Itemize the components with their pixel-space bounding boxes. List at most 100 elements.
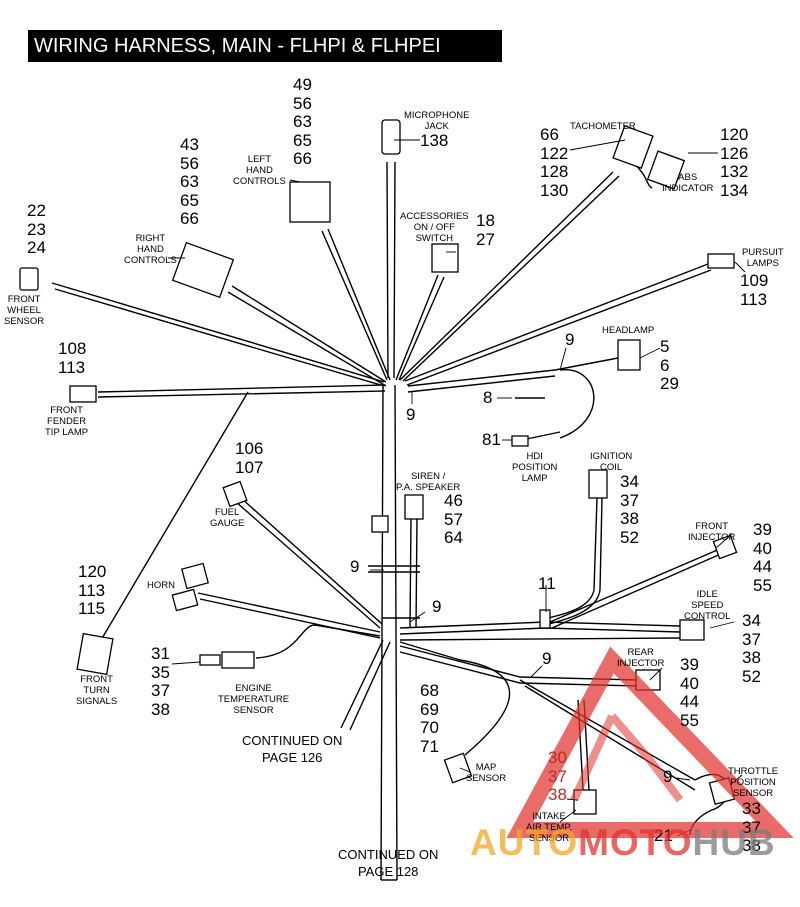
right-hand-controls-label: RIGHT HAND CONTROLS [124, 233, 177, 266]
accessories-switch-ref-b: 27 [476, 230, 495, 249]
tachometer-label: TACHOMETER [570, 121, 636, 132]
right-hand-controls-connector [171, 241, 235, 299]
watermark-logo: AUTOMOTOHUB [470, 822, 776, 864]
throttle-position-sensor-label: THROTTLE POSITION SENSOR [728, 766, 779, 799]
hdi-lead [515, 397, 561, 441]
fuel-gauge-connector [222, 480, 248, 508]
branch-accessories-switch [395, 274, 445, 381]
tie-11 [539, 609, 551, 629]
intake-air-temp-refs: 30 37 38 [548, 748, 567, 804]
front-injector-label: FRONT INJECTOR [688, 521, 736, 543]
ignition-coil-label: IGNITION COIL [590, 451, 633, 473]
siren-speaker-refs: 46 57 64 [444, 491, 463, 547]
branch-left-hand-controls [321, 228, 391, 381]
abs-connector [646, 150, 686, 190]
accessories-switch-connector [431, 243, 459, 273]
front-injector-refs: 39 40 44 55 [753, 520, 772, 595]
continued-page-126: CONTINUED ON PAGE 126 [242, 733, 343, 765]
main-trunk [380, 384, 398, 881]
branch-right-hand-controls [227, 285, 387, 387]
rear-injector-label: REAR INJECTOR [617, 647, 665, 669]
branch-map-sensor [399, 641, 511, 756]
tie-11-callout: 11 [538, 574, 556, 593]
fender-tip-lamp-label: FRONT FENDER TIP LAMP [45, 405, 89, 438]
idle-speed-connector [679, 619, 705, 641]
mid-clip-callout: 9 [350, 557, 360, 576]
pursuit-lamps-label: PURSUIT LAMPS [742, 247, 784, 269]
abs-indicator-refs: 120 126 132 134 [720, 125, 749, 200]
branch-engine-temp [255, 624, 381, 659]
microphone-connector [381, 119, 401, 155]
front-wheel-sensor-refs: 22 23 24 [27, 201, 46, 257]
headlamp-clip-callout: 9 [565, 330, 575, 349]
abs-indicator-label: ABS INDICATOR [662, 172, 714, 194]
tachometer-connector [612, 125, 654, 169]
microphone-jack-label: MICROPHONE JACK [404, 110, 470, 132]
fuel-gauge-refs: 106 107 [235, 439, 264, 477]
turn-signals-connector [76, 632, 114, 676]
rear-injector-refs: 39 40 44 55 [680, 655, 699, 730]
engine-temp-sensor-body [221, 651, 255, 669]
clip-block [371, 515, 389, 533]
left-hand-controls-connector [289, 181, 331, 223]
upper-clip-callout: 9 [406, 405, 416, 424]
map-sensor-refs: 68 69 70 71 [420, 681, 439, 756]
left-hand-controls-refs: 49 56 63 65 66 [293, 75, 312, 168]
idle-speed-control-refs: 34 37 38 52 [742, 611, 761, 686]
hdi-position-lamp-refs: 81 [482, 430, 501, 449]
intake-air-temp-label: INTAKE AIR TEMP. SENSOR [526, 811, 573, 844]
lower-clip-callout: 9 [432, 597, 442, 616]
engine-temp-sensor-label: ENGINE TEMPERATURE SENSOR [218, 683, 290, 716]
accessories-switch-ref-a: 18 [476, 211, 495, 230]
right-hand-controls-refs: 43 56 63 65 66 [180, 135, 199, 228]
fender-tip-lamp-refs: 108 113 [58, 339, 87, 377]
pursuit-lamps-connector [707, 253, 735, 269]
siren-speaker-label: SIREN / P.A. SPEAKER [396, 471, 461, 493]
microphone-jack-refs: 138 [420, 131, 449, 150]
headlamp-connector [617, 339, 641, 371]
watermark-moto: MOTO [578, 822, 693, 863]
accessories-switch-label: ACCESSORIES ON / OFF SWITCH [400, 211, 469, 244]
branch-tachometer [399, 171, 620, 382]
map-sensor-connector [443, 752, 473, 784]
ignition-coil-refs: 34 37 38 52 [620, 472, 639, 547]
hdi-position-lamp-label: HDI POSITION LAMP [512, 451, 558, 484]
idle-speed-control-label: IDLE SPEED CONTROL [684, 589, 731, 622]
hdi-connector [511, 435, 529, 447]
siren-connector [404, 494, 424, 520]
band-siren [368, 565, 420, 573]
engine-temp-connector [199, 654, 221, 666]
front-wheel-sensor-connector [19, 267, 39, 291]
fuel-gauge-label: FUEL GAUGE [210, 507, 245, 529]
front-turn-signals-refs: 120 113 115 [78, 562, 107, 618]
tachometer-refs: 66 122 128 130 [540, 125, 569, 200]
branch-fender-tip [97, 384, 386, 398]
diagram-title: WIRING HARNESS, MAIN - FLHPI & FLHPEI [28, 30, 502, 62]
rear-clip-callout: 9 [542, 649, 552, 668]
pursuit-lamps-refs: 109 113 [740, 271, 769, 309]
headlamp-loop [554, 357, 619, 439]
engine-temp-sensor-refs: 31 35 37 38 [151, 644, 170, 719]
throttle-position-sensor-refs: 33 37 38 [742, 799, 761, 855]
hdi-ref-8: 8 [483, 388, 493, 407]
ignition-coil-connector [588, 469, 608, 499]
headlamp-label: HEADLAMP [602, 325, 655, 336]
map-sensor-label: MAP SENSOR [466, 762, 507, 784]
headlamp-refs: 5 6 29 [660, 337, 679, 393]
watermark-auto: AUTO [470, 822, 579, 863]
horn-body [171, 588, 199, 612]
horn-plug [180, 562, 210, 590]
branch-siren [409, 517, 418, 629]
watermark-triangle [506, 646, 794, 838]
left-hand-controls-label: LEFT HAND CONTROLS [233, 154, 286, 187]
branch-headlamp [407, 369, 556, 393]
branch-front-injector [549, 547, 724, 629]
front-injector-connector [712, 534, 738, 560]
branch-pursuit-lamps [404, 263, 712, 386]
front-turn-signals-label: FRONT TURN SIGNALS [76, 674, 118, 707]
fender-tip-connector [69, 385, 97, 403]
branch-turn-signals [100, 391, 249, 641]
front-wheel-sensor-label: FRONT WHEEL SENSOR [4, 294, 45, 327]
